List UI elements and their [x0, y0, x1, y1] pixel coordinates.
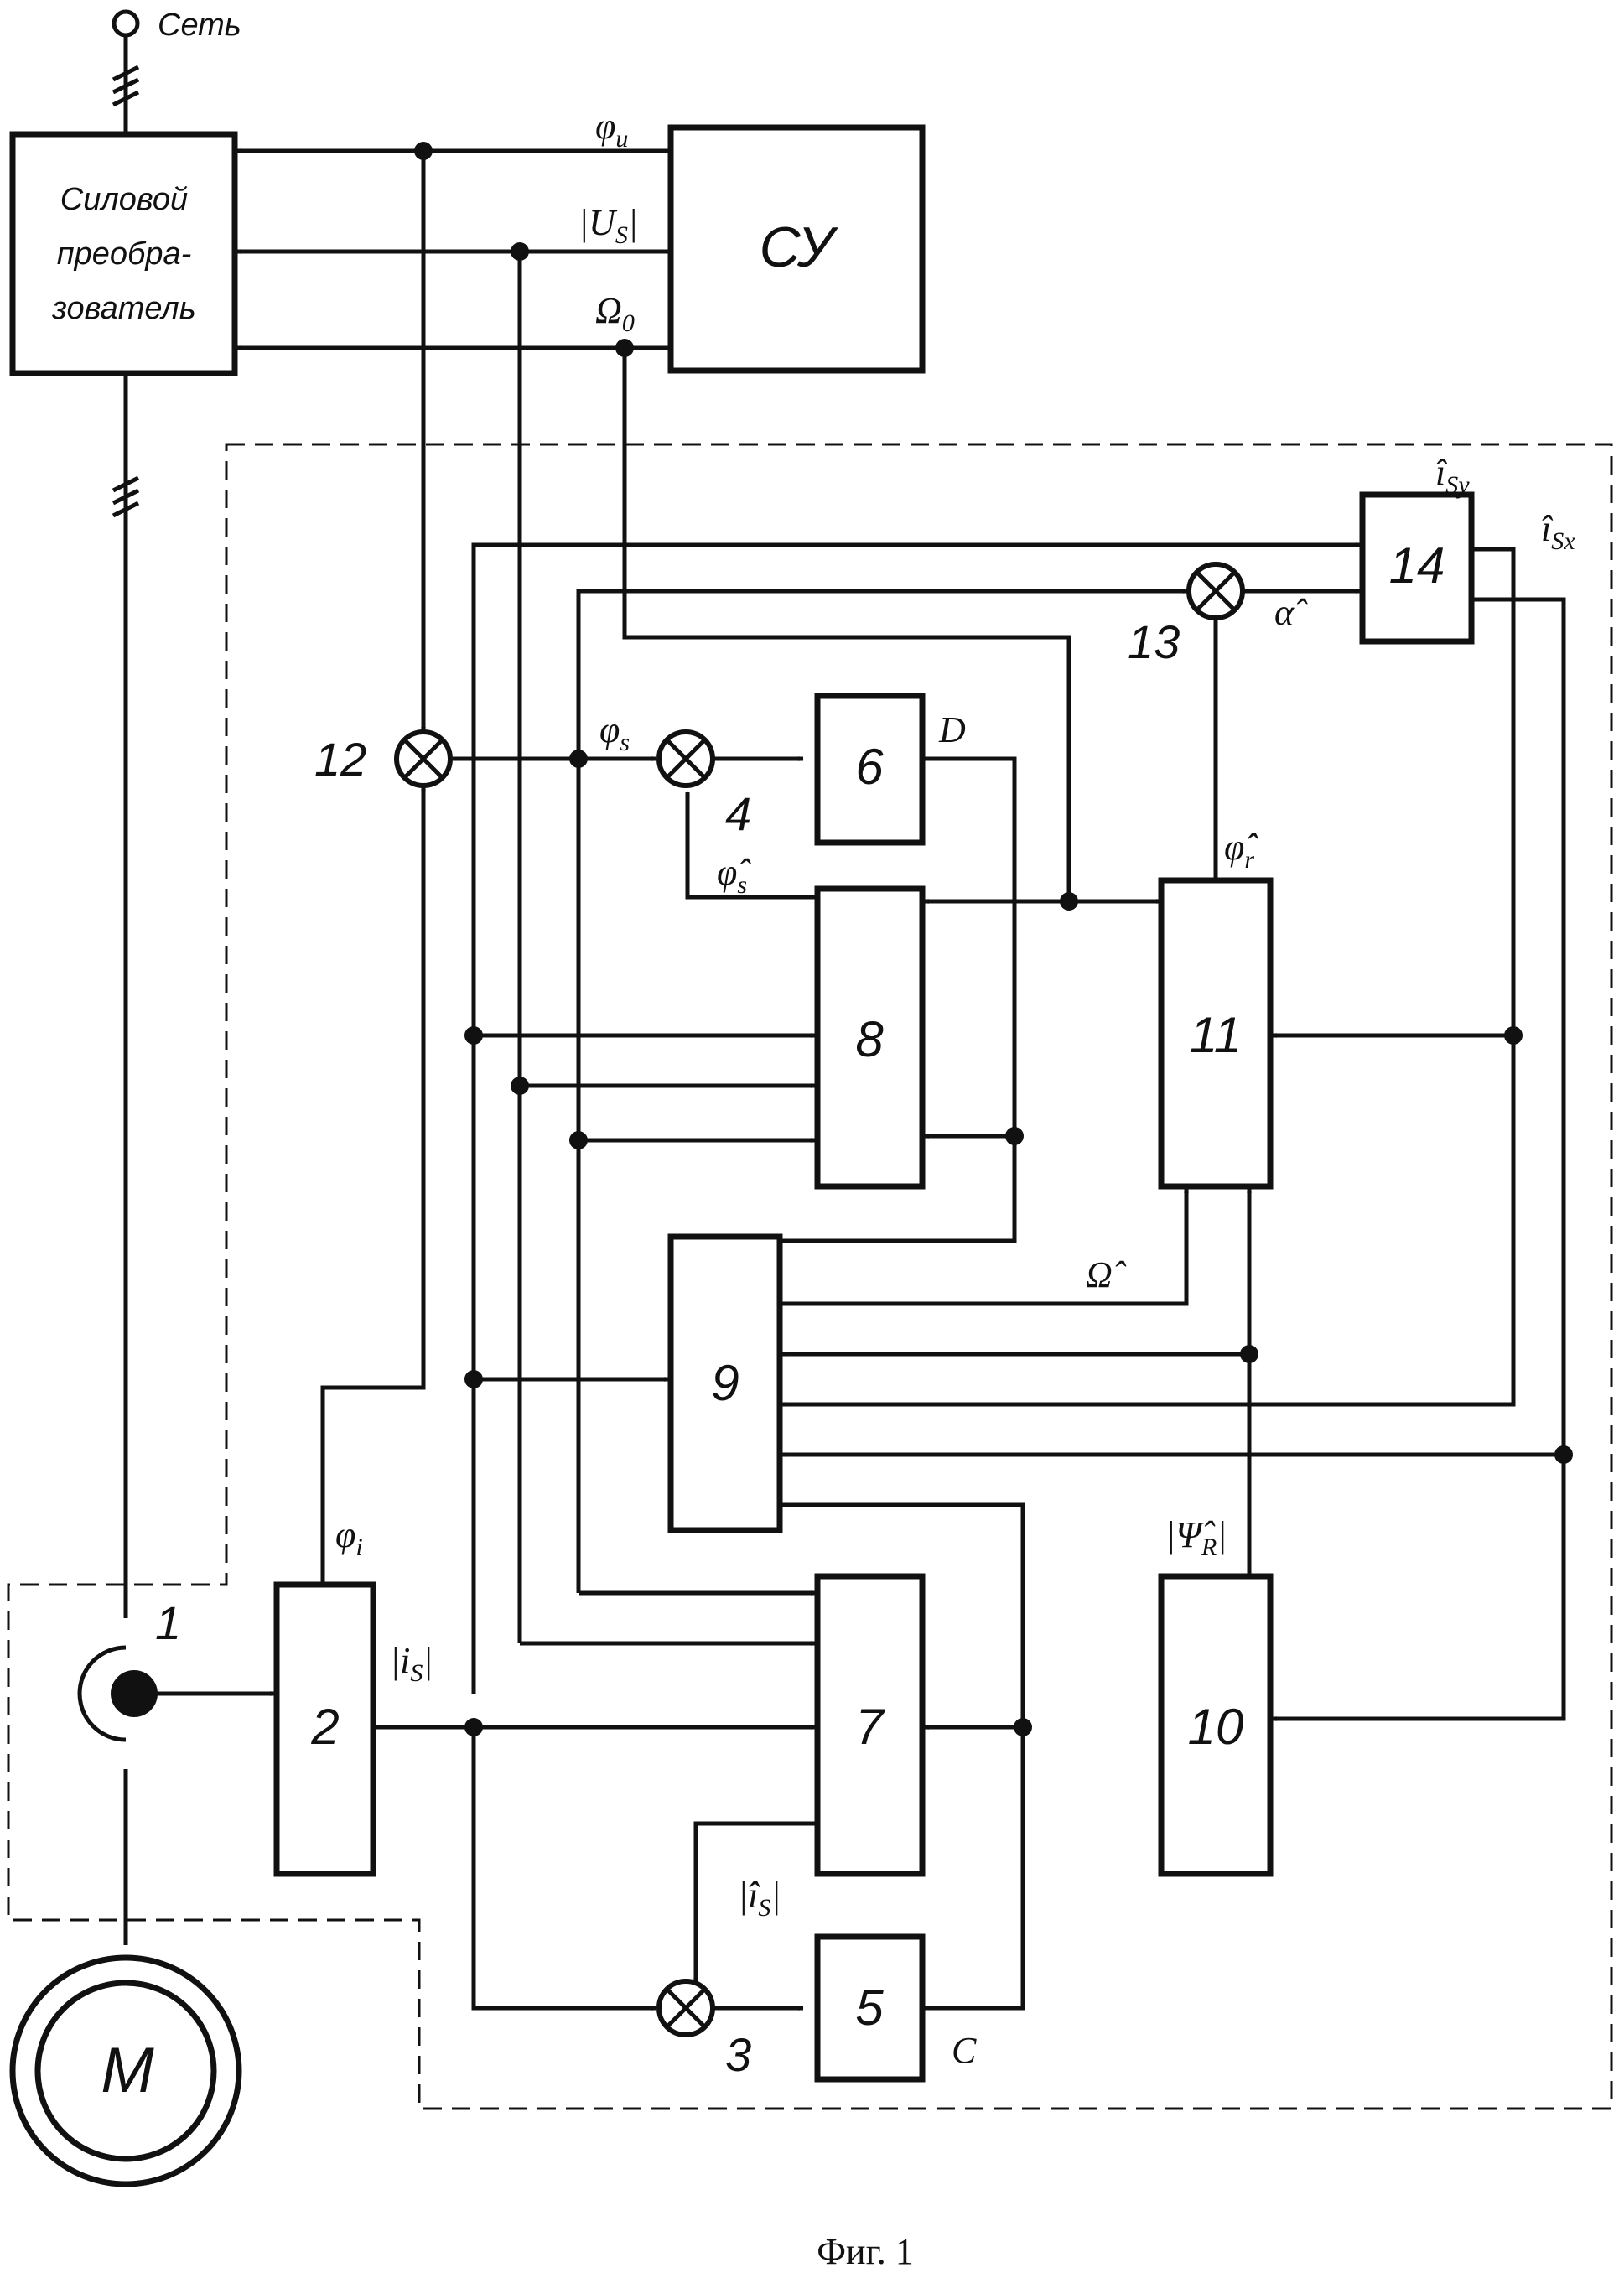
- block-10-label: 10: [1188, 1699, 1244, 1755]
- signal-u-s: |US|: [579, 202, 638, 249]
- block-8-label: 8: [855, 1011, 884, 1067]
- signal-phi-r-hat: φ̂r: [1224, 827, 1258, 874]
- signal-omega0: Ω0: [595, 290, 635, 337]
- block-9-label: 9: [711, 1355, 739, 1411]
- signal-phi-u: φu: [595, 106, 628, 153]
- sum-4-number: 4: [725, 787, 751, 840]
- power-converter-label-1: Силовой: [60, 182, 188, 217]
- figure-caption: Фиг. 1: [817, 2231, 913, 2272]
- sum-junction-12: [397, 732, 450, 786]
- signal-phi-i: φi: [335, 1514, 363, 1561]
- power-converter-label-3: зователь: [51, 291, 195, 326]
- block-14-label: 14: [1389, 537, 1445, 594]
- signal-i-s-hat: |îS|: [738, 1875, 781, 1922]
- signal-omega-hat: Ω̂: [1086, 1254, 1127, 1295]
- signal-psi-r-hat: |Ψ̂R|: [1165, 1514, 1227, 1561]
- sum-junction-3: [659, 1981, 713, 2035]
- signal-i-sx-hat: îSx: [1541, 508, 1575, 555]
- supply-label: Сеть: [158, 8, 241, 43]
- sum-3-number: 3: [725, 2028, 751, 2081]
- power-converter-label-2: преобра-: [57, 236, 192, 272]
- current-sensor: [80, 1648, 158, 1740]
- block-5-label: 5: [855, 1980, 884, 2036]
- signal-phi-s: φs: [599, 709, 630, 756]
- junctions: [414, 142, 1573, 1736]
- signal-alpha-hat: α̂: [1274, 592, 1308, 633]
- signal-C: C: [952, 2030, 977, 2071]
- sum-13-number: 13: [1128, 615, 1180, 668]
- block-2-label: 2: [310, 1699, 339, 1755]
- estimator-boundary: [8, 444, 1611, 2109]
- sum-junction-4: [659, 732, 713, 786]
- signal-phi-s-hat: φ̂s: [717, 852, 751, 899]
- control-unit-label: СУ: [760, 215, 839, 279]
- sum-junction-13: [1189, 564, 1243, 618]
- block-11-label: 11: [1190, 1007, 1242, 1063]
- motor-label: М: [101, 2035, 154, 2106]
- signal-i-sy-hat: îSy: [1435, 452, 1470, 499]
- sum-12-number: 12: [314, 733, 366, 786]
- signal-D: D: [938, 709, 966, 750]
- sensor-number: 1: [155, 1596, 181, 1649]
- block-6-label: 6: [855, 739, 884, 795]
- block-7-label: 7: [855, 1699, 885, 1755]
- signal-i-s: |iS|: [390, 1640, 433, 1687]
